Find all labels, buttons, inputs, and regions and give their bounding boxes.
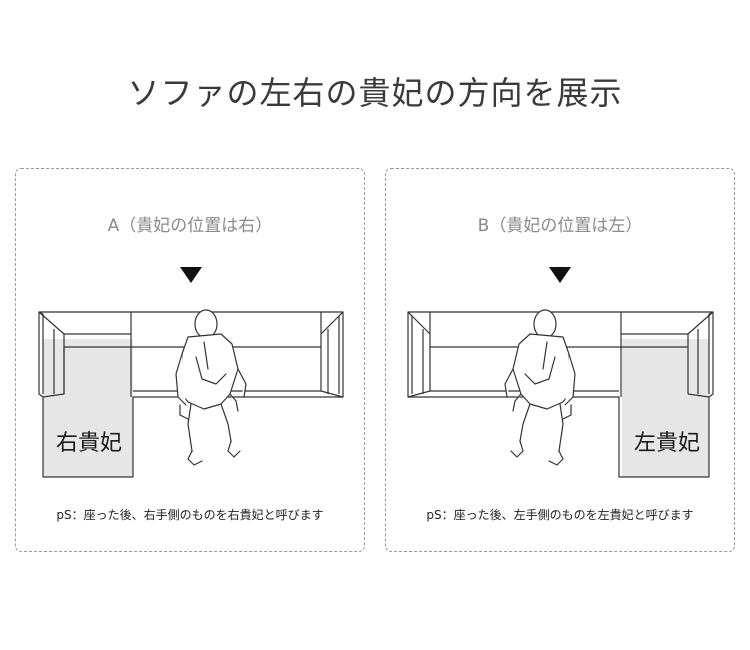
chaise-label: 左貴妃: [634, 431, 701, 456]
down-triangle-icon: [180, 267, 202, 283]
panel-b-label: B（貴妃の位置は左）: [477, 216, 643, 236]
sofa-right-arm: [697, 311, 714, 394]
sofa-left-arm: [38, 311, 55, 394]
panel-a: A（貴妃の位置は右）: [15, 168, 365, 552]
sofa-outline: [407, 311, 714, 478]
chaise-area: [622, 339, 709, 477]
page-title: ソファの左右の貴妃の方向を展示: [127, 74, 623, 112]
panel-a-note: pS：座った後、右手側のものを右貴妃と呼びます: [56, 508, 324, 522]
sofa-diagram: [38, 309, 344, 478]
seated-person-icon: [175, 309, 247, 466]
down-triangle-icon: [549, 267, 571, 283]
sofa-seat: [407, 346, 710, 398]
panel-a-label: A（貴妃の位置は右）: [107, 216, 273, 236]
seated-person-icon: [504, 309, 576, 466]
sofa-outline: [38, 311, 344, 478]
chaise-label: 右貴妃: [56, 431, 123, 456]
sofa-right-arm: [327, 311, 344, 394]
panel-b: B（貴妃の位置は左）: [385, 168, 735, 552]
sofa-seat: [42, 346, 344, 398]
chaise-area: [43, 339, 133, 477]
sofa-left-arm: [407, 311, 424, 394]
sofa-diagram: [407, 309, 714, 478]
panel-b-note: pS：座った後、左手側のものを左貴妃と呼びます: [426, 508, 694, 522]
